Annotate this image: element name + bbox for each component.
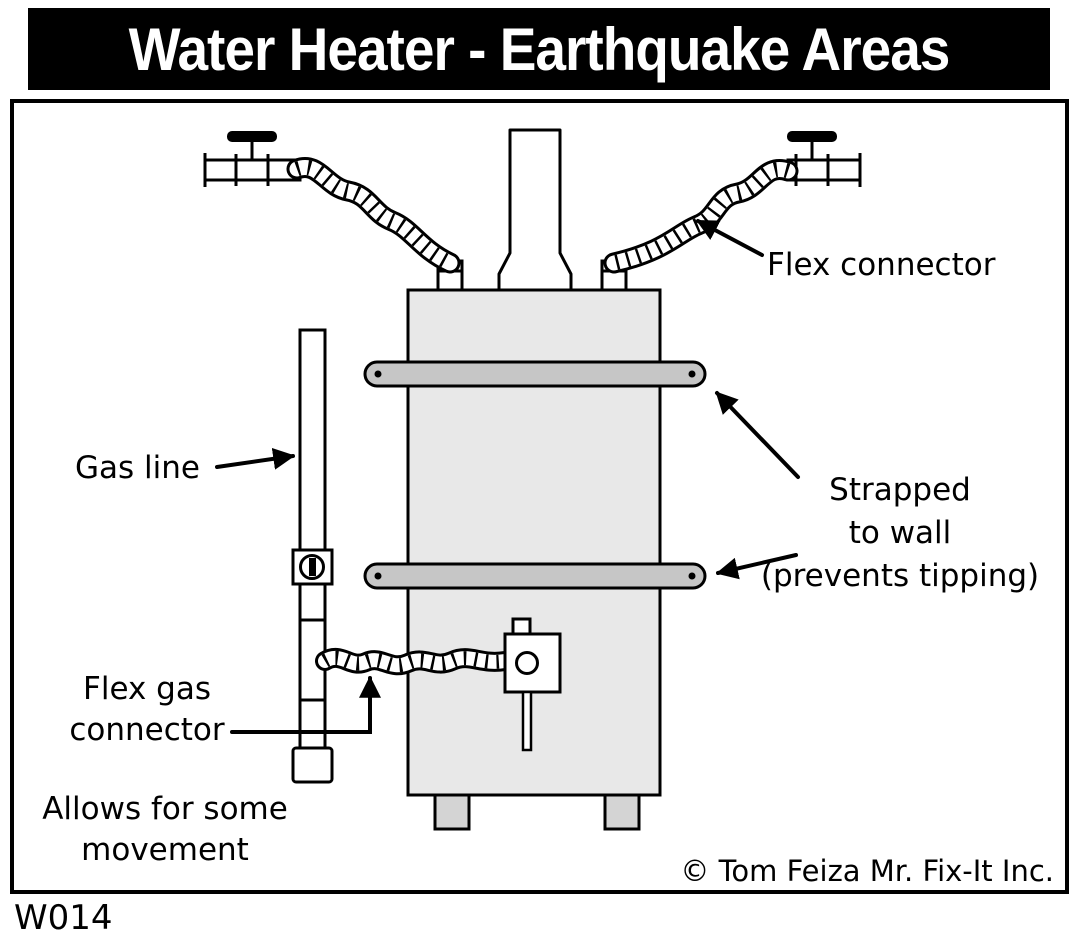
strap-lower <box>363 562 707 590</box>
label-flex-connector: Flex connector <box>767 247 996 283</box>
gas-line-pipe <box>291 328 334 784</box>
flex-connector-arrow <box>696 219 764 257</box>
label-allows-line1: Allows for some <box>42 791 288 827</box>
label-allows-line2: movement <box>81 832 249 868</box>
label-strapped-line3: (prevents tipping) <box>761 558 1039 594</box>
right-flex-connector <box>603 159 799 274</box>
label-flex-gas-line1: Flex gas <box>83 671 211 707</box>
figure-code: W014 <box>14 898 113 938</box>
flex-gas-connector-arrow <box>230 675 381 734</box>
strap-upper <box>363 360 707 388</box>
annotation-arrows <box>215 219 800 734</box>
label-strapped-line1: Strapped <box>829 472 971 508</box>
left-valve-handle <box>227 131 277 142</box>
flue-pipe <box>497 128 573 292</box>
gas-line-arrow <box>215 447 296 470</box>
flex-gas-connector <box>315 647 515 676</box>
right-supply-pipe <box>786 131 862 187</box>
tank-leg-right <box>603 793 641 831</box>
label-strapped-line2: to wall <box>849 515 952 551</box>
strap-upper-arrow <box>715 391 800 479</box>
title-banner: Water Heater - Earthquake Areas <box>28 8 1050 90</box>
tank-leg-left <box>433 793 471 831</box>
left-flex-connector <box>286 157 461 274</box>
right-valve-handle <box>787 131 837 142</box>
gas-control-valve <box>503 617 562 752</box>
diagram-frame: Flex connector Gas line Strapped to wall… <box>10 99 1069 894</box>
label-flex-gas-line2: connector <box>69 712 225 748</box>
strap-lower-arrow <box>715 553 798 580</box>
drip-leg-cap <box>291 746 334 784</box>
label-gas-line: Gas line <box>75 450 200 486</box>
thermocouple-rod <box>521 690 533 752</box>
page-title: Water Heater - Earthquake Areas <box>128 14 951 84</box>
diagram-canvas: Flex connector Gas line Strapped to wall… <box>42 128 1054 888</box>
copyright-notice: © Tom Feiza Mr. Fix-It Inc. <box>680 854 1054 888</box>
left-supply-pipe <box>203 131 302 187</box>
